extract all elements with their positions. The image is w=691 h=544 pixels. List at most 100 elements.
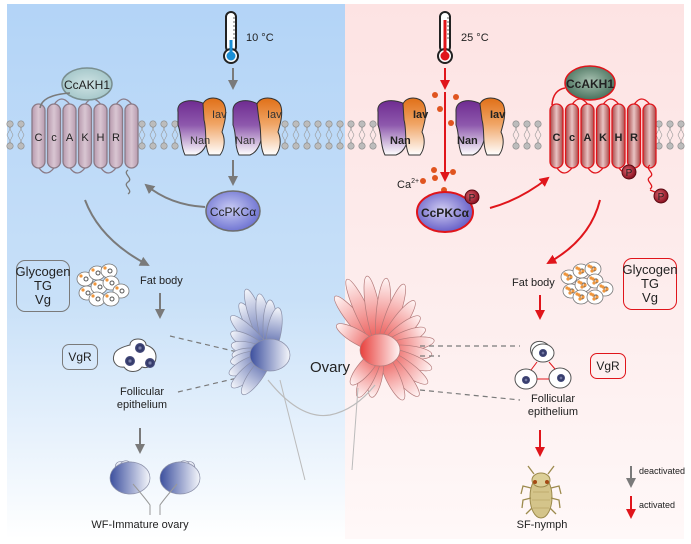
lipid-droplet bbox=[601, 285, 605, 289]
receptor-letter: R bbox=[112, 132, 120, 144]
receptor-letter: K bbox=[81, 132, 89, 144]
lipid-droplet bbox=[81, 288, 85, 292]
phospho-receptor-2 bbox=[653, 188, 669, 204]
lipid-tail bbox=[523, 126, 531, 144]
lipid-droplet bbox=[605, 287, 609, 291]
arrow-receptor-to-fatbody-right bbox=[546, 199, 601, 264]
ccakh1-ligand-left bbox=[61, 67, 113, 101]
nan-label-left-1: Nan bbox=[190, 135, 210, 147]
lipid-tail bbox=[358, 126, 366, 144]
lipid-droplet bbox=[568, 291, 572, 295]
thermometer-cold-icon bbox=[223, 11, 239, 64]
calcium-ions bbox=[420, 92, 459, 193]
transmembrane-helix bbox=[46, 103, 62, 169]
lipid-head bbox=[325, 142, 333, 150]
iav-nan-channel-left bbox=[177, 97, 283, 156]
lipid-head bbox=[677, 120, 685, 128]
helix-loop bbox=[633, 98, 651, 105]
ccakh1-ligand-right bbox=[564, 65, 616, 101]
lipid-droplet bbox=[569, 275, 573, 279]
outcome-label-right: SF-nymph bbox=[516, 519, 568, 531]
lipid-droplet bbox=[589, 265, 593, 269]
fat-cell-nucleus bbox=[109, 296, 115, 302]
transmembrane-helix bbox=[564, 103, 580, 169]
lipid-head bbox=[655, 142, 663, 150]
fat-cell-nucleus bbox=[85, 290, 91, 296]
lipid-droplet bbox=[105, 278, 109, 282]
receptor-letter: K bbox=[599, 132, 607, 144]
fat-cell-nucleus bbox=[109, 280, 115, 286]
transmembrane-helix bbox=[62, 103, 77, 169]
arrow-receptor-to-fatbody-left bbox=[84, 199, 150, 266]
dash-line-left-1 bbox=[169, 335, 251, 356]
lipid-droplet bbox=[591, 293, 595, 297]
ovary-calyx bbox=[109, 461, 151, 495]
ovary-calyx bbox=[359, 333, 401, 367]
ccpkca-right bbox=[416, 191, 474, 233]
lipid-head bbox=[347, 120, 355, 128]
lipid-tail bbox=[149, 126, 157, 144]
receptor-letter: C bbox=[553, 132, 561, 144]
lipid-droplet bbox=[580, 285, 584, 289]
receptor-letter: A bbox=[584, 132, 592, 144]
lipid-tail bbox=[347, 126, 355, 144]
ccpkca-left bbox=[205, 190, 261, 232]
receptor-letter: c bbox=[569, 132, 575, 144]
ovary-label: Ovary bbox=[310, 359, 351, 376]
legend-label-activated: activated bbox=[639, 500, 676, 510]
lipid-droplet bbox=[103, 266, 107, 270]
lipid-head bbox=[512, 142, 520, 150]
transmembrane-helix bbox=[642, 103, 657, 169]
fat-cell-nucleus bbox=[83, 276, 89, 282]
follicle-cells-right bbox=[514, 340, 572, 390]
lipid-head bbox=[358, 142, 366, 150]
nymph-insect-icon bbox=[520, 465, 562, 519]
lipid-droplet bbox=[93, 282, 97, 286]
ligand-tether-left bbox=[39, 92, 71, 109]
lipid-tail bbox=[6, 126, 14, 144]
phospho-label-pkc: P bbox=[469, 193, 476, 204]
lipid-tail bbox=[534, 126, 542, 144]
ccpkca-label-right: CcPKCα bbox=[421, 206, 470, 220]
helix-loop bbox=[602, 98, 620, 105]
lipid-head bbox=[314, 142, 322, 150]
iav-nan-channel-right bbox=[377, 97, 506, 156]
lipid-head bbox=[512, 120, 520, 128]
lipid-droplet bbox=[595, 279, 599, 283]
helix-loop bbox=[587, 167, 604, 174]
lipid-head bbox=[138, 120, 146, 128]
lipid-head bbox=[6, 120, 14, 128]
lipid-head bbox=[281, 120, 289, 128]
lipid-head bbox=[655, 120, 663, 128]
transmembrane-helix bbox=[549, 103, 564, 169]
lipid-droplet bbox=[581, 295, 585, 299]
lipid-head bbox=[666, 142, 674, 150]
vgr-box-left: VgR bbox=[62, 344, 98, 370]
lipid-head bbox=[6, 142, 14, 150]
receptor-letter: R bbox=[630, 132, 638, 144]
nan-label-right-2: Nan bbox=[457, 135, 478, 147]
lipid-head bbox=[138, 142, 146, 150]
metabolite-glycogen-right: Glycogen bbox=[622, 262, 678, 277]
transmembrane-helix bbox=[611, 103, 626, 169]
lipid-head bbox=[281, 142, 289, 150]
lipid-tail bbox=[138, 126, 146, 144]
lipid-head bbox=[523, 142, 531, 150]
metabolite-tg-left: TG bbox=[33, 278, 53, 293]
lipid-tail bbox=[281, 126, 289, 144]
ovary-mature-illustration bbox=[334, 275, 435, 401]
receptor-tail-left bbox=[125, 169, 131, 195]
dash-line-right-3 bbox=[419, 389, 521, 401]
thermometer-warm-icon bbox=[437, 11, 453, 64]
temperature-label-left: 10 °C bbox=[246, 32, 274, 44]
lipid-head bbox=[171, 120, 179, 128]
lipid-droplet bbox=[565, 273, 569, 277]
lipid-droplet bbox=[105, 294, 109, 298]
lipid-droplet bbox=[581, 269, 585, 273]
fat-body-label-left: Fat body bbox=[140, 275, 183, 287]
lipid-head bbox=[523, 120, 531, 128]
fat-cell-nucleus bbox=[95, 270, 101, 276]
